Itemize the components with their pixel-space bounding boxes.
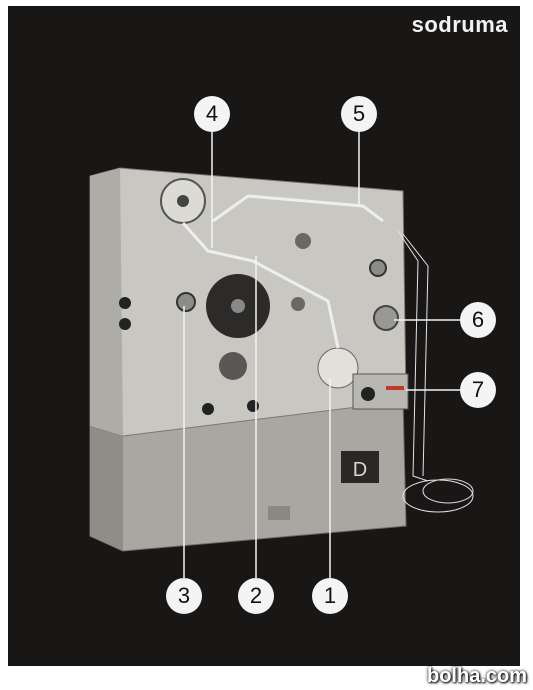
callout-3: 3	[166, 578, 202, 614]
callout-5: 5	[341, 96, 377, 132]
bottom-roll	[317, 347, 359, 389]
knob-left-1	[119, 297, 131, 309]
thread-pile	[402, 479, 474, 513]
control-box	[352, 373, 409, 410]
brand-logo: sodruma	[411, 12, 508, 37]
machine-illustration: D	[89, 132, 474, 578]
callout-4: 4	[194, 96, 230, 132]
callout-6: 6	[460, 302, 496, 338]
top-left-reel-hub	[177, 195, 189, 207]
control-dial	[361, 387, 375, 401]
roller-lower-assembly	[219, 352, 247, 380]
roller-2	[291, 297, 305, 311]
knob-left-2	[119, 318, 131, 330]
large-center-drum-hub	[231, 299, 245, 313]
base-logo-plate	[341, 451, 379, 483]
roller-mid-right	[369, 259, 387, 277]
thread-pile-2	[422, 478, 474, 504]
brochure-sheet: sodruma D	[8, 6, 520, 666]
callout-1: 1	[312, 578, 348, 614]
callout-2: 2	[238, 578, 274, 614]
roller-upper	[295, 233, 311, 249]
base-logo-letter: D	[353, 459, 367, 481]
knob-bottom-1	[202, 403, 214, 415]
roller-3	[176, 292, 196, 312]
knob-bottom-2	[247, 400, 259, 412]
paper-web-path	[181, 222, 340, 349]
control-box-red-strip	[386, 386, 404, 390]
watermark: bolha.com	[426, 665, 527, 687]
callout-7: 7	[460, 372, 496, 408]
machine-base-shadow	[90, 426, 123, 551]
foot-pedal	[268, 506, 290, 520]
thread-right	[397, 230, 429, 482]
thread-right-2	[402, 233, 429, 477]
machine-panel-side	[90, 168, 123, 436]
right-roller	[373, 305, 399, 331]
paper-web-top	[212, 194, 384, 223]
